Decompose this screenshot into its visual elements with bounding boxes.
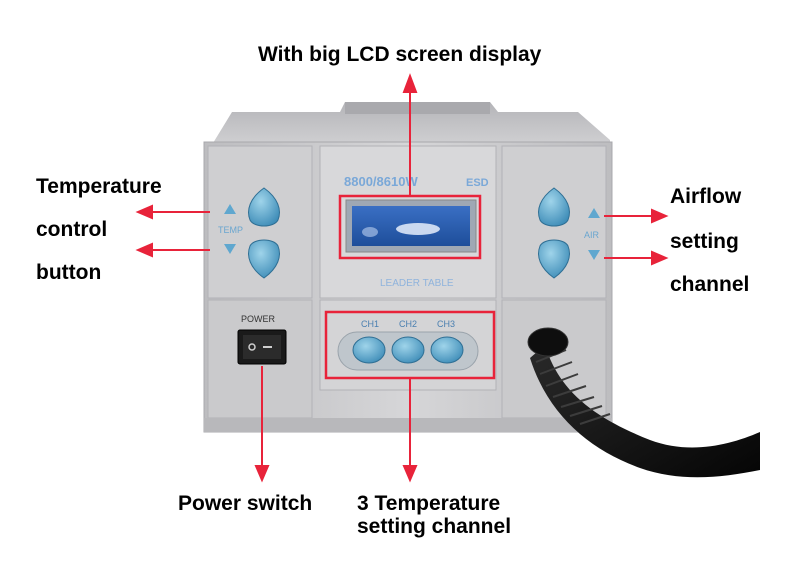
air-down-button[interactable] [538,239,570,279]
airflow-callout-line3: channel [670,273,750,296]
air-label: AIR [584,230,600,240]
annotation-arrows [135,73,669,483]
channel-label-1: CH1 [361,319,379,329]
esd-label: ESD [466,177,489,189]
air-up-button[interactable] [538,187,570,227]
channel-label-2: CH2 [399,319,417,329]
temp-callout-line3: button [36,261,102,284]
power-switch[interactable] [237,329,287,365]
brand-bottom-label: LEADER TABLE [380,278,454,289]
temp-down-icon [224,244,236,254]
temp-label: TEMP [218,225,243,235]
channel-1-button[interactable] [352,336,386,364]
lcd-callout: With big LCD screen display [258,43,542,66]
channel-label-3: CH3 [437,319,455,329]
channels-callout-line1: 3 Temperature [357,492,501,515]
channel-3-button[interactable] [430,336,464,364]
air-hose [527,327,760,478]
airflow-callout-line1: Airflow [670,185,742,208]
airflow-callout-line2: setting [670,230,739,253]
temp-down-button[interactable] [248,239,280,279]
temp-up-button[interactable] [248,187,280,227]
power-callout: Power switch [178,492,313,515]
model-label: 8800/8610W [344,174,418,189]
channels-callout-line2: setting channel [357,515,512,538]
temp-up-icon [224,204,236,214]
air-down-icon [588,250,600,260]
temp-callout-line2: control [36,218,108,241]
air-up-icon [588,208,600,218]
temp-callout-line1: Temperature [36,175,162,198]
power-label: POWER [241,314,276,324]
lcd-screen [345,199,477,253]
channel-2-button[interactable] [391,336,425,364]
